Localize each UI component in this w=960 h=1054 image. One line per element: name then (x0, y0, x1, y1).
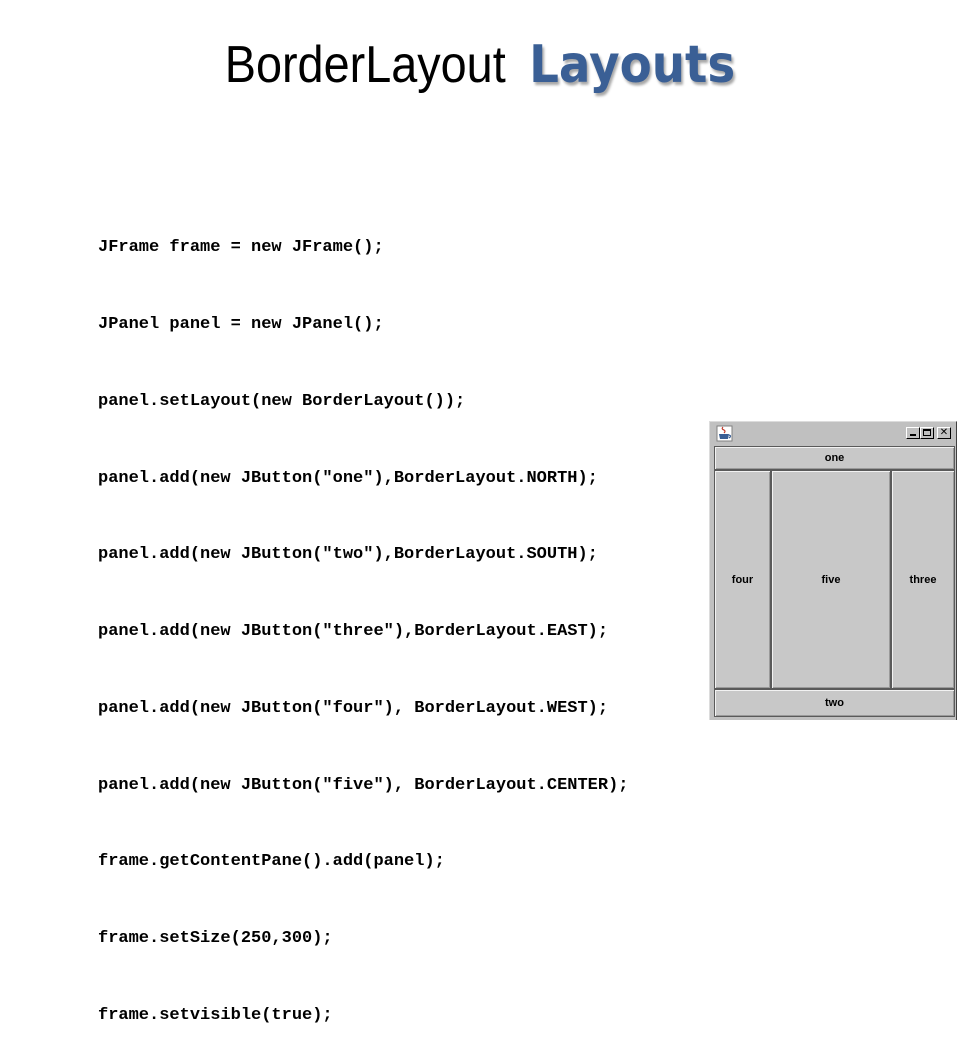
button-three-east[interactable]: three (891, 470, 955, 689)
slide-title: BorderLayout Layouts (48, 30, 912, 100)
code-line: panel.add(new JButton("five"), BorderLay… (98, 775, 629, 795)
code-line: panel.add(new JButton("two"),BorderLayou… (98, 545, 598, 565)
title-part-layouts: Layouts (529, 35, 736, 95)
title-part-borderlayout: BorderLayout (224, 36, 506, 94)
code-line: panel.add(new JButton("one"),BorderLayou… (98, 468, 598, 488)
minimize-button[interactable] (906, 427, 920, 439)
code-line: frame.setvisible(true); (98, 1006, 333, 1025)
code-line: panel.add(new JButton("three"),BorderLay… (98, 622, 609, 642)
close-icon: ✕ (939, 427, 949, 438)
maximize-icon (923, 429, 931, 436)
button-four-west[interactable]: four (714, 470, 771, 689)
code-block: JFrame frame = new JFrame(); JPanel pane… (98, 184, 629, 1054)
code-line: frame.getContentPane().add(panel); (98, 852, 445, 872)
window-titlebar[interactable]: ✕ (712, 424, 954, 443)
code-line: frame.setSize(250,300); (98, 929, 333, 949)
maximize-button[interactable] (920, 427, 934, 439)
code-line: JFrame frame = new JFrame(); (98, 238, 384, 258)
button-one-north[interactable]: one (714, 446, 955, 470)
code-line: JPanel panel = new JPanel(); (98, 314, 384, 334)
minimize-icon (910, 434, 916, 436)
close-button[interactable]: ✕ (937, 427, 951, 439)
button-two-south[interactable]: two (714, 689, 955, 717)
java-coffee-cup-icon[interactable] (716, 425, 733, 442)
code-line: panel.add(new JButton("four"), BorderLay… (98, 698, 609, 718)
swing-window: ✕ one four five three two (709, 421, 957, 720)
button-five-center[interactable]: five (771, 470, 891, 689)
code-line: panel.setLayout(new BorderLayout()); (98, 391, 466, 411)
